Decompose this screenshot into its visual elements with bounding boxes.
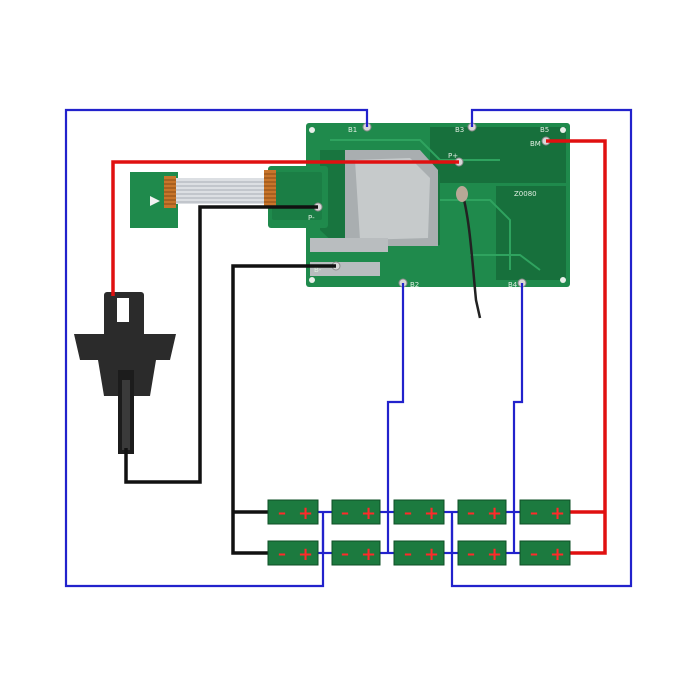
pcb-extension-pour xyxy=(272,172,322,220)
cell-minus: – xyxy=(467,503,475,522)
pad-label: P+ xyxy=(448,152,458,160)
cell-minus: – xyxy=(341,544,349,563)
thermistor-bead xyxy=(456,186,468,202)
cell-plus: + xyxy=(550,503,565,524)
cell-plus: + xyxy=(487,503,502,524)
mount-hole xyxy=(309,277,315,283)
cell-minus: – xyxy=(530,544,538,563)
pad-label: B3 xyxy=(455,126,464,134)
coil-windings xyxy=(264,173,276,203)
wire-b3 xyxy=(450,108,633,588)
wire-b2 xyxy=(386,283,405,552)
terminal-connector xyxy=(74,292,176,454)
cell-body xyxy=(519,499,571,525)
pcb-trace xyxy=(330,139,500,161)
cell-minus: – xyxy=(278,544,286,563)
cell-bottom-4: – + xyxy=(457,540,507,566)
wire-p-minus xyxy=(124,205,318,484)
wire-b4 xyxy=(512,283,524,552)
cell-plus: + xyxy=(424,503,439,524)
ribbon-strands xyxy=(176,181,268,203)
negative-wires xyxy=(124,205,336,555)
wire-b-minus xyxy=(231,264,336,555)
cell-minus: – xyxy=(341,503,349,522)
mount-hole xyxy=(309,127,315,133)
coil-windings xyxy=(164,179,176,205)
pcb-copper-area xyxy=(496,186,566,280)
cell-top-1: – + xyxy=(267,499,319,525)
connector-blade-highlight xyxy=(122,380,130,450)
pad-label: B2 xyxy=(410,281,419,289)
cell-body xyxy=(519,540,571,566)
pcb-board: B1 B3 B5 B2 B4 B- P- P+ BM Z0080 xyxy=(268,122,570,289)
wire-b5-plus xyxy=(546,139,607,555)
cell-body xyxy=(457,540,507,566)
cell-bottom-3: – + xyxy=(393,540,445,566)
cell-bottom-5: – + xyxy=(519,540,571,566)
pad-label: B4 xyxy=(508,281,518,289)
solder-strip xyxy=(310,238,388,252)
cell-bottom-2: – + xyxy=(331,540,381,566)
cell-minus: – xyxy=(530,503,538,522)
pad-label: Z0080 xyxy=(514,190,537,198)
connector-slot xyxy=(117,298,129,322)
pad-label: BM xyxy=(530,140,541,148)
cell-minus: – xyxy=(404,544,412,563)
battery-cells: – + – + – + – + – + – + xyxy=(267,499,571,566)
cell-body xyxy=(393,540,445,566)
wire-p-plus xyxy=(111,160,459,296)
cell-plus: + xyxy=(361,544,376,565)
cell-body xyxy=(457,499,507,525)
mount-hole xyxy=(560,277,566,283)
ntc-thermistor xyxy=(456,186,482,319)
cell-minus: – xyxy=(404,503,412,522)
balance-wires xyxy=(64,108,633,588)
pad-label: B5 xyxy=(540,126,549,134)
cell-minus: – xyxy=(467,544,475,563)
connector-body xyxy=(74,334,176,396)
cell-body xyxy=(267,540,319,566)
inductor-coil xyxy=(264,170,276,206)
pad-label: B- xyxy=(314,266,322,274)
cell-plus: + xyxy=(298,544,313,565)
cell-minus: – xyxy=(278,503,286,522)
cell-top-5: – + xyxy=(519,499,571,525)
cell-top-2: – + xyxy=(331,499,381,525)
play-arrow-icon xyxy=(150,196,160,206)
wire-b1 xyxy=(64,108,369,588)
pcb-copper-area xyxy=(430,127,566,183)
solder-pad-highlight xyxy=(355,158,430,240)
daughter-board xyxy=(130,172,178,228)
positive-wires xyxy=(111,139,607,555)
mount-hole xyxy=(560,127,566,133)
ribbon-cable xyxy=(176,170,276,206)
thermistor-lead xyxy=(460,191,482,319)
cell-body xyxy=(331,499,381,525)
cell-bottom-1: – + xyxy=(267,540,319,566)
cell-body xyxy=(393,499,445,525)
cell-plus: + xyxy=(550,544,565,565)
pad-label: B1 xyxy=(348,126,357,134)
cell-top-4: – + xyxy=(457,499,507,525)
pad-label: P- xyxy=(308,214,315,222)
cell-plus: + xyxy=(424,544,439,565)
cell-top-3: – + xyxy=(393,499,445,525)
cell-body xyxy=(331,540,381,566)
cell-body xyxy=(267,499,319,525)
cell-plus: + xyxy=(487,544,502,565)
pcb-trace xyxy=(470,254,541,271)
cell-plus: + xyxy=(361,503,376,524)
cell-plus: + xyxy=(298,503,313,524)
